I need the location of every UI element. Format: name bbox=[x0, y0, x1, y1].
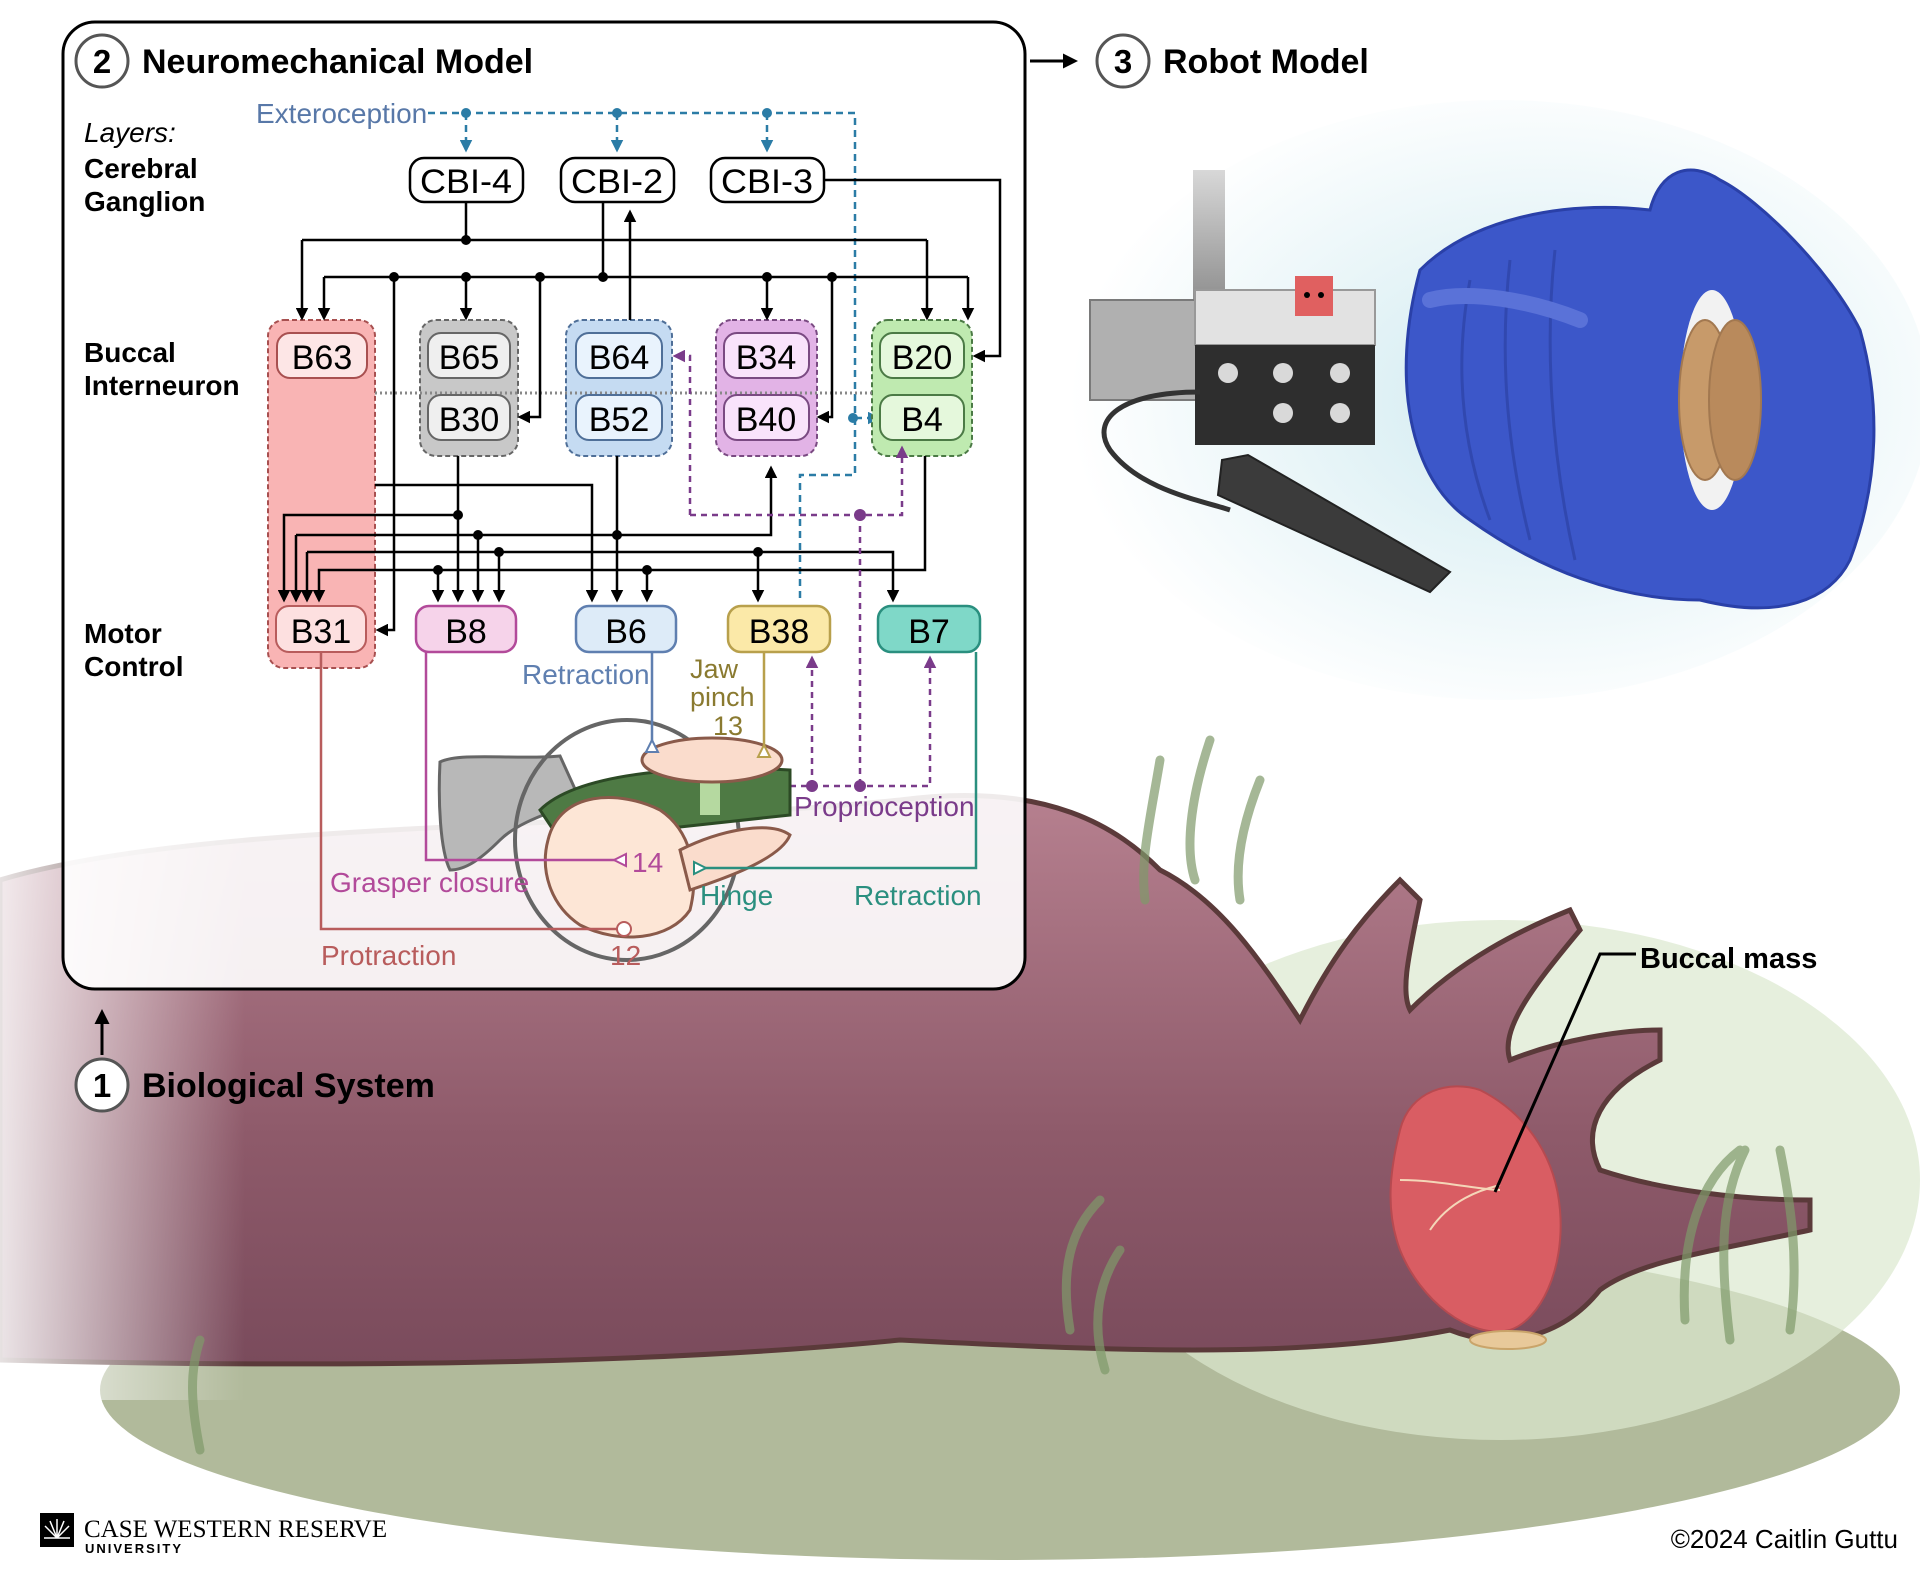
grass-blades bbox=[188, 735, 1799, 1455]
interneuron-node[interactable]: B63 bbox=[276, 332, 368, 379]
svg-text:B31: B31 bbox=[291, 613, 352, 651]
odontophore bbox=[543, 796, 696, 939]
interneuron-node[interactable]: B40 bbox=[723, 394, 810, 441]
svg-text:B64: B64 bbox=[589, 339, 650, 377]
section-badge-2 bbox=[74, 33, 130, 89]
interneuron-node[interactable]: B64 bbox=[575, 332, 663, 379]
jaw-pinch-number: 13 bbox=[713, 711, 743, 741]
jaw-pinch-label: Jaw bbox=[690, 654, 739, 684]
svg-text:B38: B38 bbox=[749, 613, 810, 651]
proprioception-label: Proprioception bbox=[794, 791, 975, 822]
sensor-tab bbox=[1295, 276, 1333, 316]
svg-text:B4: B4 bbox=[901, 401, 943, 439]
cerebral-node[interactable]: CBI-2 bbox=[559, 156, 676, 204]
layer-label-ganglion: Ganglion bbox=[84, 186, 205, 217]
layer-label-cerebral: Cerebral bbox=[84, 153, 198, 184]
buccal-mass-schematic bbox=[437, 718, 792, 962]
robot-illustration bbox=[1070, 100, 1920, 700]
junction-dots bbox=[389, 235, 837, 575]
retraction-terminal bbox=[644, 737, 660, 753]
robot-post bbox=[1193, 170, 1225, 310]
exteroception-lines bbox=[428, 111, 881, 598]
buccal-mass-pointer bbox=[1493, 952, 1636, 1193]
jaw-pinch-terminal bbox=[756, 742, 772, 758]
section-title-neuromechanical: Neuromechanical Model bbox=[142, 43, 533, 81]
section-badge-1 bbox=[74, 1057, 130, 1113]
university-sub: UNIVERSITY bbox=[85, 1541, 183, 1556]
layer-label-buccal: Buccal bbox=[84, 337, 176, 368]
cerebral-node[interactable]: CBI-3 bbox=[709, 156, 826, 204]
jaw-pinch-label: pinch bbox=[690, 682, 755, 712]
buccal-mass bbox=[1389, 1085, 1562, 1350]
university-name: CASE WESTERN RESERVE bbox=[84, 1516, 387, 1543]
svg-text:B34: B34 bbox=[736, 339, 797, 377]
svg-text:B20: B20 bbox=[892, 339, 953, 377]
interneuron-node[interactable]: B20 bbox=[879, 332, 965, 379]
grasper-terminal bbox=[611, 852, 627, 868]
grasper-closure-label: Grasper closure bbox=[330, 867, 529, 898]
neuromechanical-panel: 2 Neuromechanical Model Layers: Cerebral… bbox=[61, 20, 1027, 991]
actuator-block bbox=[1195, 345, 1375, 445]
hinge-label: Hinge bbox=[700, 880, 773, 911]
buccal-mass-label: Buccal mass bbox=[1640, 943, 1817, 975]
section-title-biological: Biological System bbox=[142, 1067, 435, 1105]
robot-model-header: 3 Robot Model bbox=[1030, 33, 1369, 89]
section-badge-3 bbox=[1095, 33, 1151, 89]
protraction-terminal bbox=[616, 921, 632, 937]
svg-text:CBI-3: CBI-3 bbox=[721, 163, 813, 201]
interneuron-node[interactable]: B4 bbox=[879, 394, 965, 441]
biological-system-header: 1 Biological System bbox=[74, 1009, 435, 1113]
copyright: ©2024 Caitlin Guttu bbox=[1671, 1524, 1898, 1554]
interneuron-node[interactable]: B30 bbox=[427, 394, 511, 441]
svg-text:B63: B63 bbox=[292, 339, 353, 377]
jaw-muscle bbox=[640, 736, 784, 784]
hinge-tissue bbox=[678, 826, 792, 892]
motor-node[interactable]: B8 bbox=[414, 604, 518, 654]
university-logo[interactable]: CASE WESTERN RESERVE UNIVERSITY bbox=[40, 1513, 387, 1556]
motor-node[interactable]: B38 bbox=[726, 604, 832, 654]
cerebral-node[interactable]: CBI-4 bbox=[408, 156, 525, 204]
proprioception-lines bbox=[672, 349, 937, 788]
robot-cable bbox=[1101, 389, 1231, 513]
motor-output-lines bbox=[319, 652, 978, 931]
motor-node[interactable]: B6 bbox=[574, 604, 678, 654]
retraction-label: Retraction bbox=[522, 659, 650, 690]
interneuron-node[interactable]: B52 bbox=[575, 394, 663, 441]
robot-grasper-shell bbox=[1404, 168, 1876, 610]
layer-label-interneuron: Interneuron bbox=[84, 370, 240, 401]
layers-heading: Layers: bbox=[84, 117, 176, 148]
section-number: 3 bbox=[1114, 43, 1132, 80]
retraction-hinge-label: Retraction bbox=[854, 880, 982, 911]
hinge-terminal bbox=[693, 860, 709, 876]
jaw-cartilage bbox=[437, 754, 582, 872]
section-number: 1 bbox=[93, 1067, 111, 1104]
interneuron-node[interactable]: B65 bbox=[427, 332, 511, 379]
motor-node[interactable]: B31 bbox=[275, 605, 367, 653]
section-number: 2 bbox=[93, 43, 111, 80]
sunburst-icon bbox=[44, 1519, 70, 1539]
svg-text:B65: B65 bbox=[439, 339, 500, 377]
svg-text:B30: B30 bbox=[439, 401, 500, 439]
svg-text:B52: B52 bbox=[589, 401, 650, 439]
svg-text:B7: B7 bbox=[908, 613, 950, 651]
panel-frame bbox=[61, 20, 1027, 991]
layer-label-motor: Motor bbox=[84, 618, 162, 649]
svg-text:B8: B8 bbox=[445, 613, 487, 651]
svg-text:CBI-4: CBI-4 bbox=[420, 163, 512, 201]
svg-text:B6: B6 bbox=[605, 613, 647, 651]
interneuron-node[interactable]: B34 bbox=[723, 332, 810, 379]
i2-number: 12 bbox=[610, 940, 641, 971]
exteroception-label: Exteroception bbox=[256, 98, 427, 129]
svg-text:B40: B40 bbox=[736, 401, 797, 439]
i4-number: 14 bbox=[632, 847, 663, 878]
section-title-robot: Robot Model bbox=[1163, 43, 1369, 81]
motor-node[interactable]: B7 bbox=[876, 604, 982, 654]
robot-controller bbox=[1216, 453, 1452, 594]
svg-text:CBI-2: CBI-2 bbox=[571, 163, 663, 201]
actuator-carriage bbox=[1194, 289, 1376, 346]
protraction-label: Protraction bbox=[321, 940, 456, 971]
layer-label-control: Control bbox=[84, 651, 184, 682]
